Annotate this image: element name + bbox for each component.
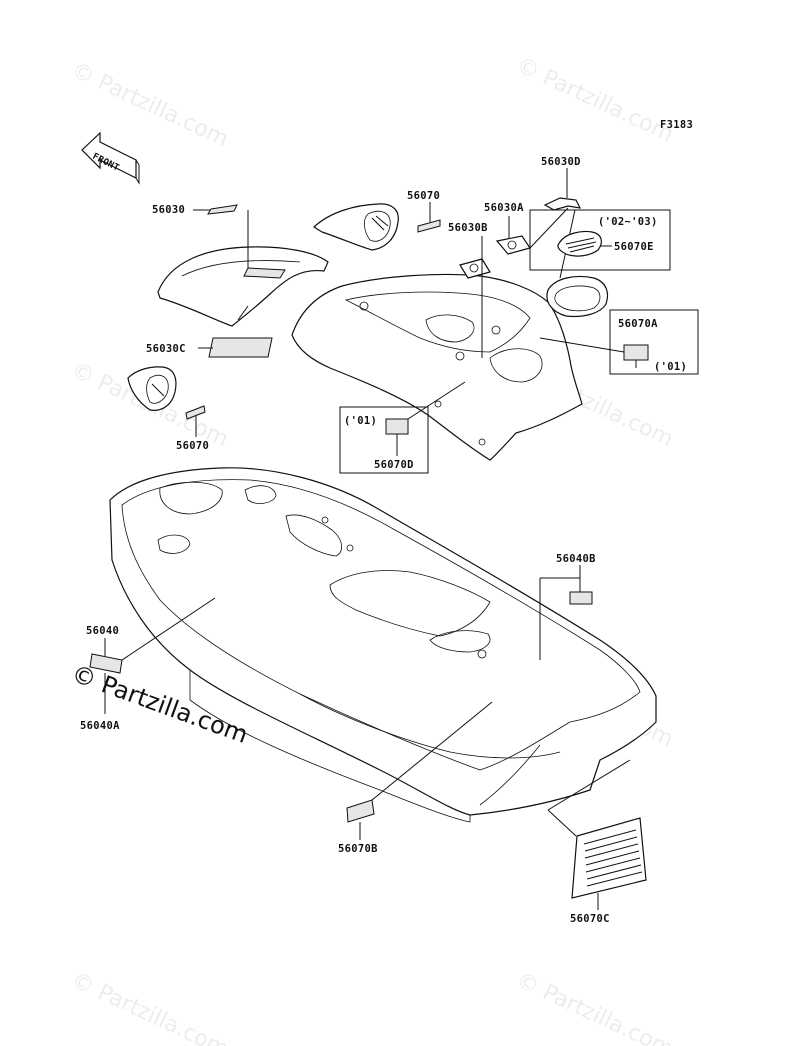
watermark-text: © Partzilla.com [67,968,231,1046]
label-56070D: 56070D [374,459,414,471]
mirror-top [313,203,399,251]
watermark-text: © Partzilla.com [512,968,676,1046]
leader-line [529,207,569,249]
leader-line [371,701,493,801]
label-56070-top: 56070 [407,190,440,202]
leader-line [407,381,466,420]
note-02-03: ('02~'03) [598,216,658,228]
decal-56040 [89,653,123,674]
note-01-right: ('01) [654,361,687,373]
watermark-text: © Partzilla.com [512,53,676,147]
label-56040: 56040 [86,625,119,637]
decal-56070A [623,344,649,361]
box-56070E [529,209,671,271]
leader-line [547,809,577,837]
decal-56070C [571,817,647,899]
leader-line [539,337,625,353]
decal-56030A [495,235,531,255]
box-56070A [609,309,699,375]
label-56030: 56030 [152,204,185,216]
decal-56040B [569,591,593,605]
decal-56070E [557,230,602,257]
gauge-cover [546,275,609,318]
mirror-left [127,366,177,411]
hull [109,467,657,823]
decal-56070B [346,799,375,823]
decal-56030C [208,337,273,358]
leader-line [121,597,216,661]
decal-56070D [385,418,409,435]
left-side-cover [157,246,329,327]
label-56040B: 56040B [556,553,596,565]
front-arrow-icon: FRONT [81,131,140,185]
label-56030D: 56030D [541,156,581,168]
note-01-left: ('01) [344,415,377,427]
top-deck [291,273,583,461]
decal-56030D [543,197,582,211]
label-56030C: 56030C [146,343,186,355]
decal-56070-top [417,219,441,233]
label-56070C: 56070C [570,913,610,925]
figure-code: F3183 [660,119,693,131]
label-56070A: 56070A [618,318,658,330]
label-56070B: 56070B [338,843,378,855]
label-56040A: 56040A [80,720,120,732]
decal-56030 [207,204,238,215]
box-56070D [339,406,429,474]
label-56030A: 56030A [484,202,524,214]
label-56070-left: 56070 [176,440,209,452]
label-56070E: 56070E [614,241,654,253]
label-56030B: 56030B [448,222,488,234]
leader-line [547,759,631,811]
decal-56070-left [185,405,206,420]
watermark-text: © Partzilla.com [67,58,231,152]
